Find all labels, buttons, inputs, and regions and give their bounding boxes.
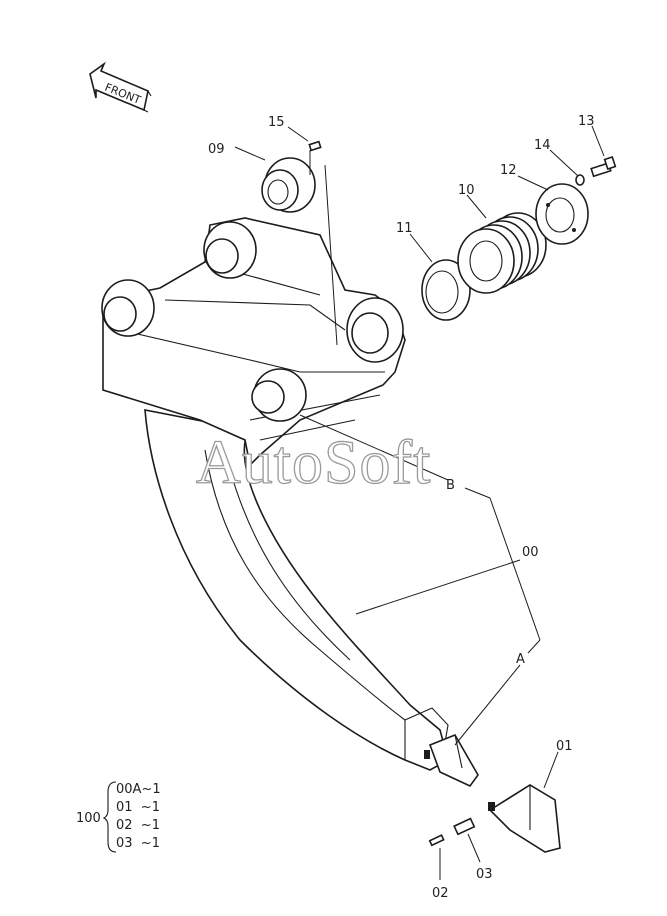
callout-11: 11 — [396, 221, 413, 236]
callout-b: B — [446, 478, 455, 493]
tooth-point-fitted — [424, 733, 479, 788]
assembly-row: 01 ~1 — [116, 800, 160, 815]
callout-09: 09 — [208, 142, 225, 157]
callout-15: 15 — [268, 115, 285, 130]
assembly-row: 03 ~1 — [116, 836, 160, 851]
callout-00: 00 — [522, 545, 539, 560]
part-15-pin — [308, 140, 322, 152]
part-13-bolt — [590, 156, 617, 178]
assembly-table: 100 00A~1 01 ~1 02 ~1 03 ~1 — [76, 781, 161, 853]
bracket-bosses — [101, 221, 404, 422]
part-01-tooth-point — [488, 784, 561, 853]
part-14-washer — [575, 174, 585, 186]
ripper-shank — [144, 409, 449, 771]
assembly-row: 00A~1 — [116, 782, 161, 797]
assembly-row: 02 ~1 — [116, 818, 160, 833]
callout-10: 10 — [458, 183, 475, 198]
part-10-spring — [457, 212, 547, 294]
callout-14: 14 — [534, 138, 551, 153]
callout-13: 13 — [578, 114, 595, 129]
part-09-cap — [261, 157, 316, 213]
watermark: AutoSoft — [196, 429, 431, 497]
assembly-ref: 100 — [76, 811, 101, 826]
leader-lines — [234, 125, 605, 880]
front-arrow-icon: FRONT — [89, 61, 152, 113]
callout-12: 12 — [500, 163, 517, 178]
callout-02: 02 — [432, 886, 449, 901]
part-12-plate — [535, 183, 589, 245]
callout-01: 01 — [556, 739, 573, 754]
part-03-bushing — [453, 817, 476, 836]
callout-03: 03 — [476, 867, 493, 882]
part-11-ring — [421, 259, 471, 321]
callout-a: A — [516, 652, 525, 667]
part-02-pin — [428, 834, 445, 847]
